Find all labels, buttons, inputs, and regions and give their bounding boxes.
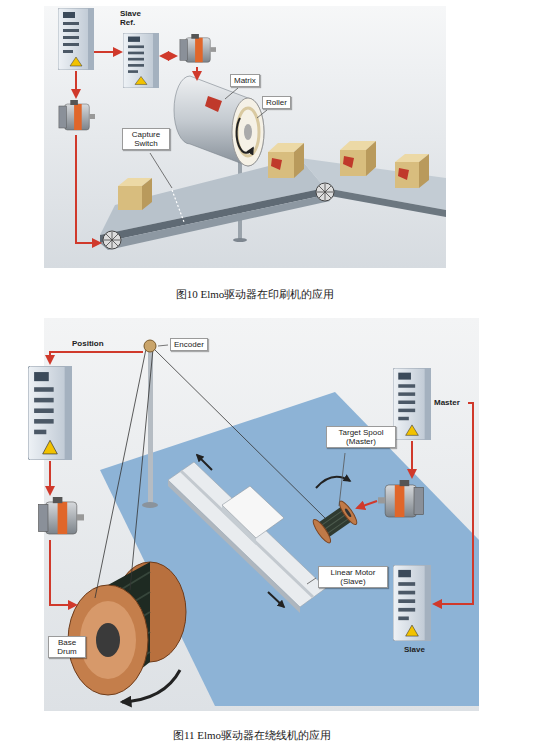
spool-flange <box>311 517 334 545</box>
signal-arrow <box>196 67 198 79</box>
carton-box <box>366 141 376 176</box>
servo-motor <box>38 497 84 534</box>
cylinder-hub <box>244 124 252 140</box>
leader-line <box>158 345 168 346</box>
signal-arrow <box>75 71 77 97</box>
callout-box: Matrix <box>230 74 260 87</box>
encoder-pulley <box>144 340 156 352</box>
servo-drive <box>123 33 159 88</box>
logo-mark <box>271 158 282 170</box>
signal-arrow <box>50 540 76 605</box>
servo-drive <box>58 8 94 70</box>
callout-text: Base Drum <box>52 638 82 656</box>
logo-mark <box>205 96 222 112</box>
carton-box <box>419 154 429 188</box>
background-panel <box>44 318 479 711</box>
motion-arrow <box>197 455 212 470</box>
stand-base <box>233 238 247 242</box>
carton-box <box>294 143 304 178</box>
pulley-spokes <box>104 232 120 248</box>
leader-line <box>307 578 316 584</box>
servo-motor <box>180 34 216 62</box>
cylinder-face <box>232 98 264 166</box>
rail-groove <box>181 471 313 597</box>
pulley-spokes <box>317 184 333 200</box>
carton-box <box>142 178 152 210</box>
leader-line <box>150 153 172 188</box>
logo-mark <box>398 168 409 180</box>
signal-arrow <box>50 352 143 363</box>
rotation-arrow <box>122 670 180 702</box>
rotation-arrow <box>237 118 253 153</box>
callout-text: Target Spool (Master) <box>330 428 392 446</box>
carriage <box>222 486 284 538</box>
linear-rail <box>168 462 326 607</box>
wire <box>130 349 153 590</box>
callout-text: Capture Switch <box>126 130 166 148</box>
signal-arrow <box>49 461 51 494</box>
callout-box: Encoder <box>170 338 208 351</box>
callout-box: Target Spool (Master) <box>326 426 396 448</box>
pole-base <box>142 502 158 508</box>
carton-box <box>268 152 294 178</box>
leader-line <box>257 110 267 118</box>
printing-cylinder <box>174 76 264 166</box>
servo-drive <box>393 565 431 641</box>
callout-box: Capture Switch <box>122 128 170 150</box>
motion-arrow <box>268 592 284 607</box>
figure-caption: 图10 Elmo驱动器在印刷机的应用 <box>176 288 335 301</box>
signal-arrow <box>76 135 100 243</box>
callout-text: Matrix <box>234 76 256 85</box>
signal-arrow <box>434 403 473 604</box>
callout-text: Linear Motor (Slave) <box>322 568 384 586</box>
wire <box>95 349 146 598</box>
signal-arrow <box>411 441 413 477</box>
carton-box <box>395 162 419 188</box>
drum-flange-inner <box>80 601 136 679</box>
wire <box>154 349 325 518</box>
carton-box <box>340 150 366 176</box>
capture-line <box>172 190 184 222</box>
drum-hole <box>96 623 120 657</box>
servo-drive <box>393 368 431 440</box>
part-label: Master <box>434 398 460 407</box>
callout-box: Linear Motor (Slave) <box>318 566 388 588</box>
background-panel <box>44 6 446 268</box>
callout-box: Base Drum <box>48 636 86 658</box>
leader-line <box>339 453 345 506</box>
signal-label: Position <box>72 339 104 348</box>
signal-arrow <box>357 501 377 508</box>
servo-motor <box>378 480 424 517</box>
servo-drive <box>28 366 72 460</box>
rotation-arrow <box>316 477 350 488</box>
figure-caption: 图11 Elmo驱动器在绕线机的应用 <box>173 729 331 742</box>
belt-edge <box>325 188 446 217</box>
leader-line <box>225 88 238 99</box>
signal-arrow <box>94 51 121 53</box>
spool-flange <box>337 499 360 527</box>
callout-text: Roller <box>266 98 287 107</box>
pulley <box>103 231 121 249</box>
part-label: Slave Ref. <box>120 9 146 27</box>
part-label: Slave <box>404 645 425 654</box>
logo-mark <box>343 156 354 168</box>
servo-motor <box>59 100 95 130</box>
spool-hole <box>344 508 352 518</box>
signal-arrow <box>161 55 176 57</box>
callout-box: Roller <box>262 96 291 109</box>
cylinder-ring <box>237 108 259 156</box>
pulley <box>316 183 334 201</box>
carton-box <box>118 186 142 210</box>
target-spool <box>311 499 360 545</box>
callout-text: Encoder <box>174 340 204 349</box>
